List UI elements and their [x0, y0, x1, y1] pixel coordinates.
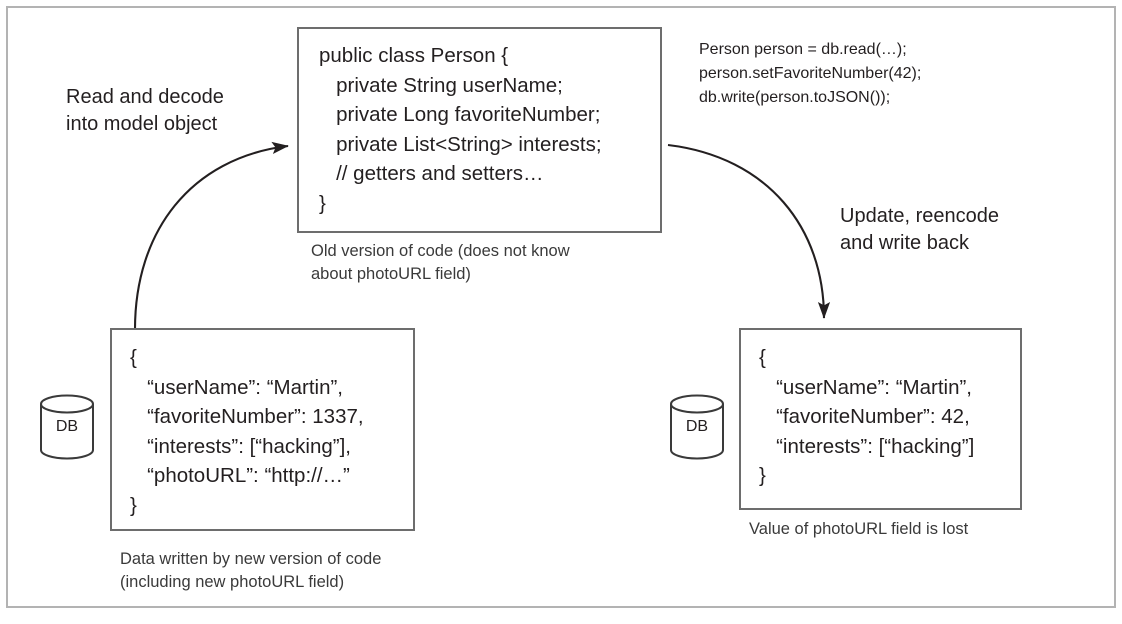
db-cylinder-right: DB [668, 392, 726, 462]
db-record-before-json: { “userName”: “Martin”, “favoriteNumber”… [130, 346, 364, 517]
database-icon [40, 394, 94, 460]
db-record-before-box: { “userName”: “Martin”, “favoriteNumber”… [110, 328, 415, 531]
left-arrow-label: Read and decode into model object [66, 86, 224, 135]
database-icon [670, 394, 724, 460]
db-record-before-caption: Data written by new version of code (inc… [120, 550, 382, 591]
db-cylinder-left: DB [38, 392, 96, 462]
db-record-after-caption: Value of photoURL field is lost [749, 520, 969, 538]
person-class-caption: Old version of code (does not know about… [311, 242, 570, 283]
db-record-after-json: { “userName”: “Martin”, “favoriteNumber”… [759, 346, 975, 488]
usage-snippet: Person person = db.read(…); person.setFa… [699, 41, 922, 106]
db-record-after-box: { “userName”: “Martin”, “favoriteNumber”… [739, 328, 1022, 510]
right-arrow-label: Update, reencode and write back [840, 205, 1000, 254]
person-class-box: public class Person { private String use… [297, 27, 662, 233]
person-class-code: public class Person { private String use… [319, 44, 602, 215]
